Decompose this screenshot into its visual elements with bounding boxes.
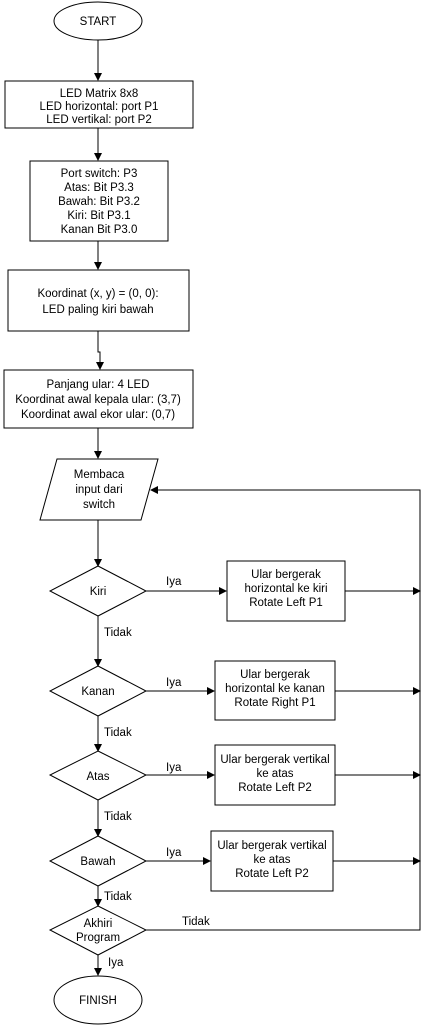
port-switch-line: Atas: Bit P3.3 — [64, 182, 134, 194]
port-switch-line: Kiri: Bit P3.1 — [67, 210, 130, 222]
edge-label-no: Tidak — [104, 727, 132, 739]
action-down-line: Rotate Left P2 — [235, 868, 309, 880]
read-input-line: input dari — [75, 484, 122, 496]
start-label: START — [80, 16, 117, 28]
read-input-line: switch — [83, 499, 115, 511]
decision-atas-diamond — [48, 750, 148, 801]
start-terminator — [53, 1, 143, 41]
read-input-io: Membaca input dari switch — [39, 458, 159, 521]
snake-init-line: Koordinat awal ekor ular: (0,7) — [21, 409, 175, 421]
decision-bawah-label: Bawah — [80, 856, 115, 868]
read-input-parallelogram — [39, 458, 159, 521]
port-switch-box — [29, 160, 169, 242]
decision-atas: Atas — [48, 750, 148, 801]
decision-kanan: Kanan — [48, 665, 148, 717]
coordinate-line: Koordinat (x, y) = (0, 0): — [37, 288, 158, 300]
decision-end-line: Program — [76, 932, 120, 944]
decision-kanan-diamond — [48, 665, 148, 717]
decision-kiri-label: Kiri — [90, 586, 107, 598]
action-down-box — [210, 830, 334, 892]
decision-end: Akhiri Program — [48, 905, 148, 956]
action-right-box — [214, 660, 336, 721]
led-config-box — [4, 80, 194, 129]
decision-bawah: Bawah — [48, 835, 148, 887]
edge-label-yes: Iya — [108, 957, 124, 969]
decision-bawah-diamond — [48, 835, 148, 887]
edge-coordinate-to-init — [96, 331, 104, 370]
led-config-process: LED Matrix 8x8 LED horizontal: port P1 L… — [4, 80, 194, 129]
edge-label-no: Tidak — [104, 627, 132, 639]
coordinate-process: Koordinat (x, y) = (0, 0): LED paling ki… — [7, 269, 190, 332]
edge-label-yes: Iya — [166, 762, 182, 774]
action-left-line: Ular bergerak — [251, 569, 321, 581]
action-left-process: Ular bergerak horizontal ke kiri Rotate … — [226, 560, 346, 622]
action-right-line: Ular bergerak — [240, 669, 310, 681]
led-config-line: LED horizontal: port P1 — [40, 101, 159, 113]
action-down-line: ke atas — [253, 854, 290, 866]
edge-label-yes: Iya — [166, 847, 182, 859]
edge-label-yes: Iya — [166, 677, 182, 689]
finish-node: FINISH — [53, 975, 143, 1025]
finish-label: FINISH — [79, 995, 117, 1007]
finish-terminator — [53, 975, 143, 1025]
snake-init-box — [3, 369, 194, 429]
action-left-line: Rotate Left P1 — [249, 597, 323, 609]
led-config-line: LED Matrix 8x8 — [60, 88, 139, 100]
port-switch-line: Port switch: P3 — [61, 168, 138, 180]
led-config-line: LED vertikal: port P2 — [46, 114, 151, 126]
action-right-line: horizontal ke kanan — [225, 683, 325, 695]
action-up-line: ke atas — [256, 768, 293, 780]
edge-labels: Iya Tidak Iya Tidak Iya Tidak Iya Tidak … — [104, 576, 210, 969]
decision-end-line: Akhiri — [84, 918, 113, 930]
port-switch-process: Port switch: P3 Atas: Bit P3.3 Bawah: Bi… — [29, 160, 169, 242]
action-down-line: Ular bergerak vertikal — [217, 840, 326, 852]
decision-end-diamond — [48, 905, 148, 956]
action-down-process: Ular bergerak vertikal ke atas Rotate Le… — [210, 830, 334, 892]
decision-kanan-label: Kanan — [81, 686, 114, 698]
coordinate-line: LED paling kiri bawah — [42, 304, 153, 316]
action-up-line: Rotate Left P2 — [238, 782, 312, 794]
edge-label-no: Tidak — [104, 811, 132, 823]
connectors — [94, 40, 421, 976]
snake-init-line: Koordinat awal kepala ular: (3,7) — [15, 394, 181, 406]
port-switch-line: Bawah: Bit P3.2 — [58, 196, 140, 208]
action-right-process: Ular bergerak horizontal ke kanan Rotate… — [214, 660, 336, 721]
edge-loop-back — [146, 486, 421, 931]
decision-kiri-diamond — [48, 565, 148, 617]
edge-label-no: Tidak — [182, 916, 210, 928]
action-up-line: Ular bergerak vertikal — [220, 754, 329, 766]
action-right-line: Rotate Right P1 — [234, 697, 315, 709]
start-node: START — [53, 1, 143, 41]
edge-label-yes: Iya — [166, 576, 182, 588]
read-input-line: Membaca — [74, 469, 125, 481]
action-up-process: Ular bergerak vertikal ke atas Rotate Le… — [214, 744, 336, 806]
edge-label-no: Tidak — [104, 891, 132, 903]
action-up-box — [214, 744, 336, 806]
coordinate-box — [7, 269, 190, 332]
snake-init-process: Panjang ular: 4 LED Koordinat awal kepal… — [3, 369, 194, 429]
port-switch-line: Kanan Bit P3.0 — [61, 224, 138, 236]
decision-kiri: Kiri — [48, 565, 148, 617]
action-left-line: horizontal ke kiri — [244, 583, 327, 595]
action-left-box — [226, 560, 346, 622]
snake-init-line: Panjang ular: 4 LED — [47, 379, 150, 391]
decision-atas-label: Atas — [86, 771, 109, 783]
